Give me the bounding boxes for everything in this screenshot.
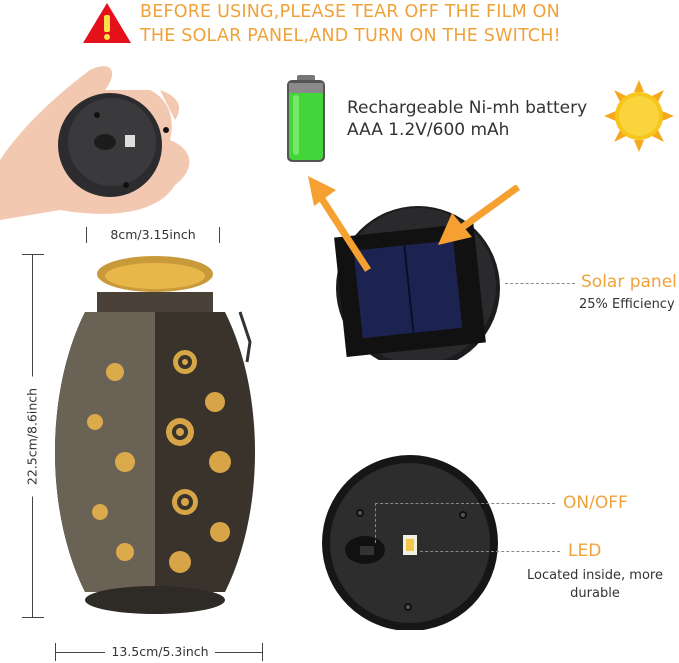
led-title: LED xyxy=(568,541,602,561)
led-leader-line xyxy=(420,551,560,552)
lantern-photo xyxy=(55,252,265,630)
sunlight-in-arrow-icon xyxy=(430,184,521,255)
battery-line-2: AAA 1.2V/600 mAh xyxy=(347,120,510,140)
height-dimension: 22.5cm/8.6inch xyxy=(22,254,44,618)
top-width-dimension: 8cm/3.15inch xyxy=(86,227,220,243)
warning-line-2: THE SOLAR PANEL,AND TURN ON THE SWITCH! xyxy=(140,26,561,46)
battery-icon xyxy=(285,75,327,163)
solar-panel-photo xyxy=(318,170,518,370)
bottom-width-label: 13.5cm/5.3inch xyxy=(105,644,215,659)
led-subtitle: Located inside, more durable xyxy=(527,568,663,601)
warning-triangle-icon xyxy=(82,2,132,44)
sun-icon xyxy=(604,80,674,152)
switch-leader-line xyxy=(375,503,555,504)
switch-title: ON/OFF xyxy=(563,493,628,513)
heat-out-arrow-icon xyxy=(300,172,380,272)
height-label: 22.5cm/8.6inch xyxy=(24,376,40,497)
switch-leader-drop xyxy=(375,503,376,543)
solar-panel-subtitle: 25% Efficiency xyxy=(579,297,675,312)
bottom-width-dimension: 13.5cm/5.3inch xyxy=(55,643,263,661)
top-width-label: 8cm/3.15inch xyxy=(110,227,196,242)
solar-panel-title: Solar panel xyxy=(581,272,677,292)
hand-holding-base-photo xyxy=(0,50,200,230)
solar-panel-leader-line xyxy=(505,283,575,284)
battery-line-1: Rechargeable Ni-mh battery xyxy=(347,98,588,118)
warning-line-1: BEFORE USING,PLEASE TEAR OFF THE FILM ON xyxy=(140,2,560,22)
lantern-base-photo xyxy=(320,455,500,631)
